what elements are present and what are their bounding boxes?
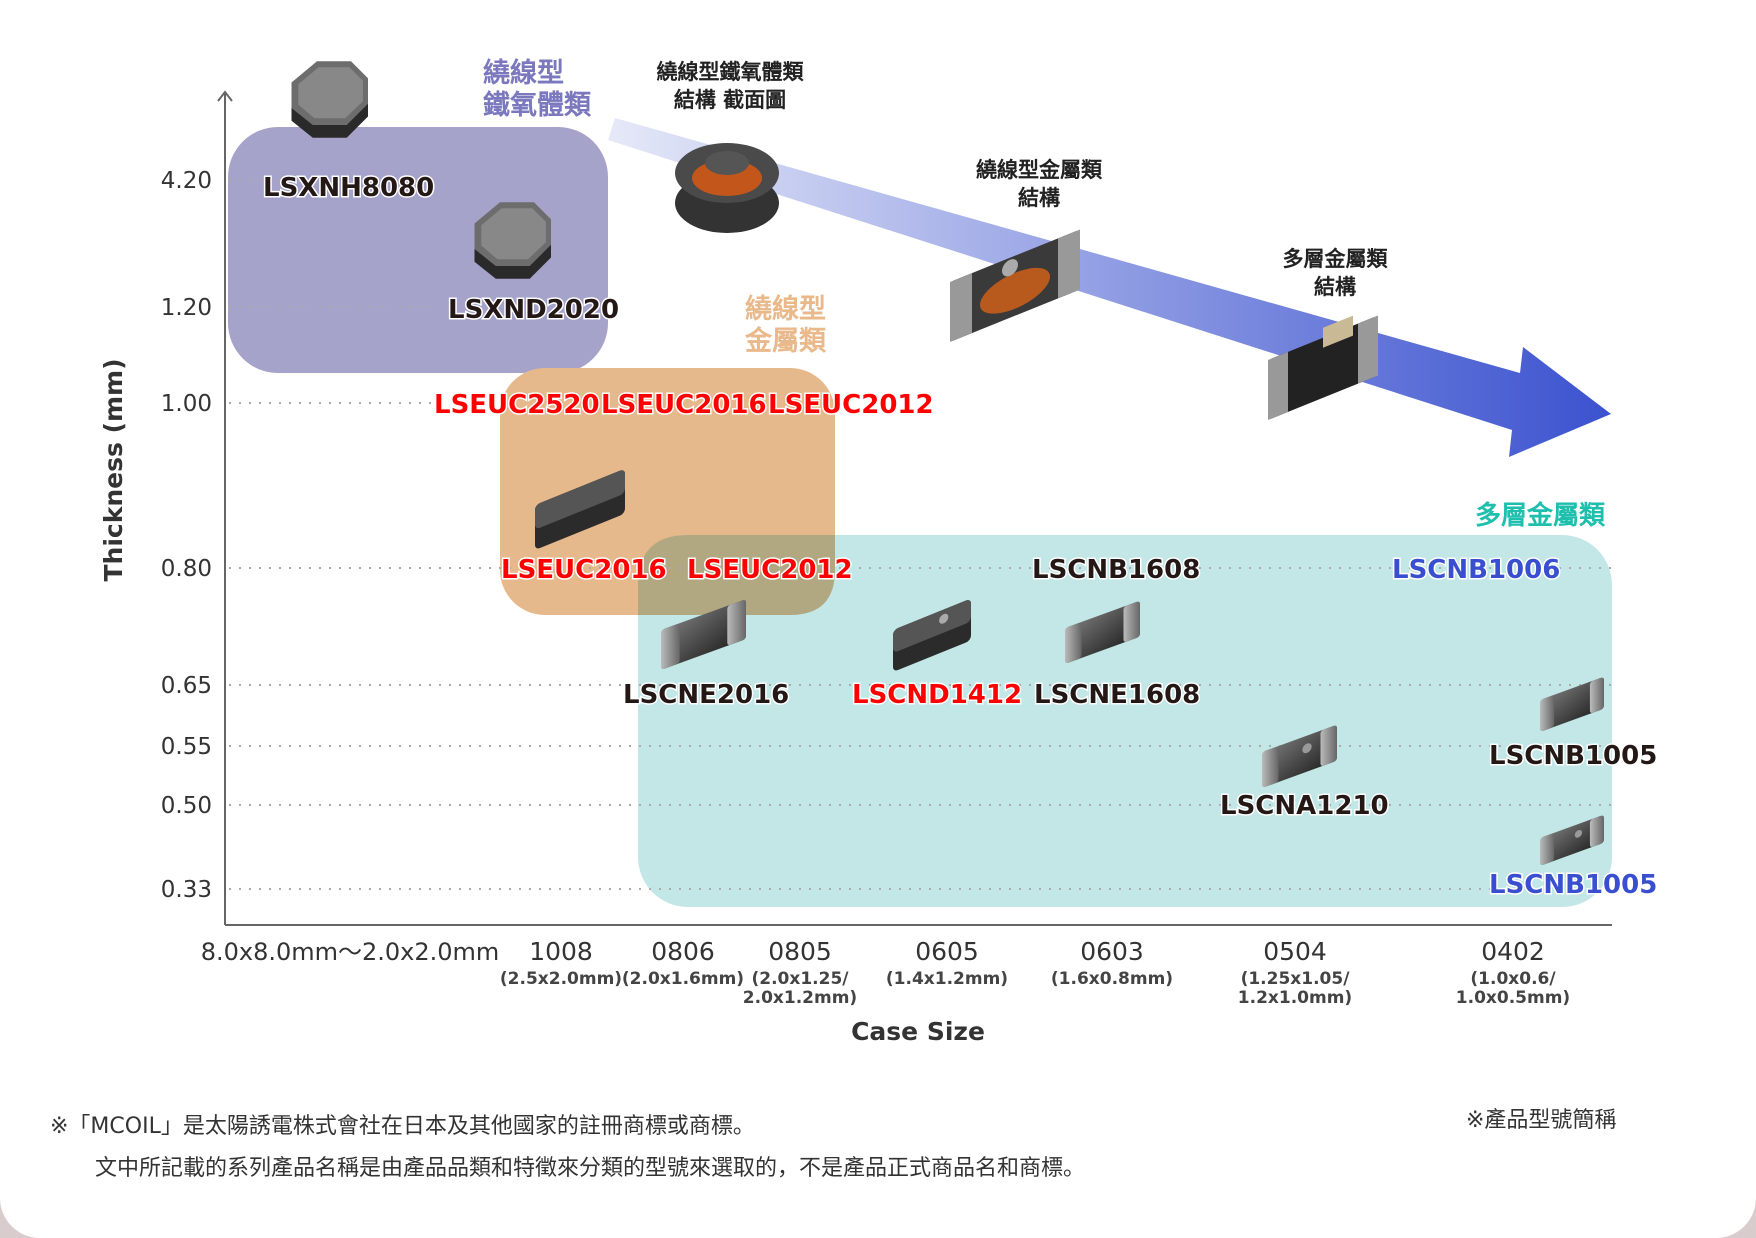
y-tick-label: 0.55 — [161, 734, 212, 760]
x-tick-dims: (2.0x1.25/2.0x1.2mm) — [743, 969, 857, 1008]
structure-icon-metal — [950, 229, 1080, 342]
group-title-multilayer: 多層金屬類 — [1475, 500, 1606, 531]
part-icon-lsxnh8080 — [291, 61, 368, 138]
structure-icon-multilayer — [1268, 315, 1378, 420]
x-tick-dims: (1.4x1.2mm) — [886, 969, 1008, 989]
x-tick-label: 0605 — [915, 937, 979, 966]
point-label: LSCNE1608 — [1034, 680, 1200, 710]
x-tick-label: 0805 — [768, 937, 832, 966]
point-label: LSEUC2520 — [434, 390, 600, 420]
y-tick-label: 1.00 — [161, 391, 212, 417]
part-icon-lscnb1005-055 — [1540, 677, 1604, 732]
point-label: LSEUC2012 — [687, 555, 853, 585]
footnote-naming: 文中所記載的系列產品名稱是由產品品類和特徵來分類的型號來選取的，不是產品正式商品… — [95, 1156, 1086, 1181]
point-label: LSCNB1005 — [1489, 741, 1657, 771]
part-icon-lscne2016 — [661, 599, 747, 670]
x-tick-label: 0402 — [1481, 937, 1545, 966]
y-tick-label: 0.65 — [161, 673, 212, 699]
structure-label-multilayer: 多層金屬類結構 — [1283, 247, 1389, 299]
y-tick-label: 1.20 — [161, 295, 212, 321]
group-box-ferrite — [228, 127, 608, 373]
point-label: LSCND1412 — [852, 680, 1022, 710]
part-icon-lsca1210 — [1262, 725, 1337, 788]
x-axis-title: Case Size — [851, 1017, 985, 1046]
x-tick-label: 0806 — [651, 937, 715, 966]
footnote-abbreviation: ※產品型號簡稱 — [1466, 1108, 1617, 1133]
x-tick-label: 8.0x8.0mm～2.0x2.0mm — [201, 938, 500, 966]
structure-label-metal: 繞線型金屬類結構 — [976, 158, 1103, 210]
x-tick-label: 0603 — [1080, 937, 1144, 966]
point-label: LSCNB1006 — [1392, 555, 1560, 585]
x-tick-dims: (1.0x0.6/1.0x0.5mm) — [1456, 969, 1570, 1008]
point-label: LSEUC2012 — [768, 390, 934, 420]
x-tick-dims: (2.5x2.0mm) — [500, 969, 622, 989]
group-box-overlap — [638, 535, 835, 615]
point-label: LSCNB1608 — [1032, 555, 1200, 585]
y-axis-title: Thickness (mm) — [99, 358, 128, 581]
point-label: LSEUC2016 — [601, 390, 767, 420]
y-tick-label: 4.20 — [161, 168, 212, 194]
point-label: LSXNH8080 — [263, 173, 434, 203]
x-tick-label: 1008 — [529, 937, 593, 966]
group-box-multilayer — [638, 535, 1612, 907]
x-tick-dims: (1.6x0.8mm) — [1051, 969, 1173, 989]
x-tick-dims: (1.25x1.05/1.2x1.0mm) — [1238, 969, 1352, 1008]
part-icon-lseuc2016 — [535, 470, 625, 549]
group-title-metal: 繞線型金屬類 — [744, 293, 827, 357]
part-icon-lscnd1412 — [893, 600, 971, 671]
y-tick-label: 0.50 — [161, 793, 212, 819]
x-tick-dims: (2.0x1.6mm) — [622, 969, 744, 989]
point-label: LSEUC2016 — [501, 555, 667, 585]
part-icon-lsxnd2020 — [474, 202, 551, 279]
y-tick-label: 0.80 — [161, 556, 212, 582]
part-icon-lscne1608 — [1065, 601, 1140, 664]
group-title-ferrite: 繞線型鐵氧體類 — [483, 57, 592, 121]
x-tick-label: 0504 — [1263, 937, 1327, 966]
part-icon-lscnb1005-033 — [1540, 815, 1604, 866]
y-axis-arrow-icon — [217, 90, 233, 102]
structure-icon-ferrite-cross-section — [675, 143, 779, 233]
y-tick-label: 0.33 — [161, 877, 212, 903]
point-label: LSCNB1005 — [1489, 870, 1657, 900]
point-label: LSCNE2016 — [623, 680, 789, 710]
point-label: LSCNA1210 — [1220, 791, 1389, 821]
point-label: LSXND2020 — [448, 295, 619, 325]
structure-label-ferrite: 繞線型鐵氧體類結構 截面圖 — [657, 60, 805, 112]
footnote-trademark: ※「MCOIL」是太陽誘電株式會社在日本及其他國家的註冊商標或商標。 — [50, 1114, 755, 1139]
